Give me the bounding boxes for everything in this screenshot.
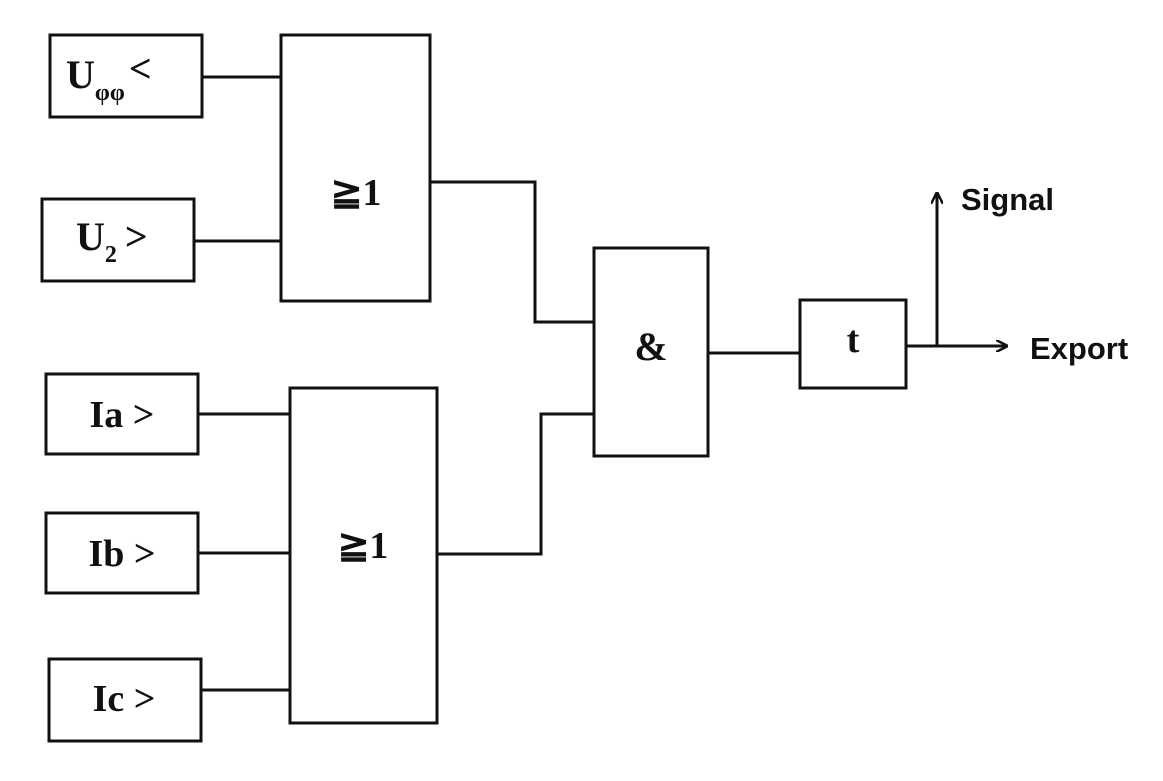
export-label: Export: [1030, 331, 1128, 366]
or-gate-bottom-label: ≧1: [338, 525, 389, 567]
or-gate-bottom: ≧1: [288, 386, 439, 725]
wire-or-bottom-to-and: [437, 412, 594, 556]
svg-text:U2>: U2 >: [76, 214, 148, 268]
timer-block: t: [798, 298, 908, 390]
input-ib-label: Ib >: [88, 533, 155, 575]
input-u-phase-op: <: [129, 46, 152, 91]
timer-label: t: [847, 319, 860, 361]
input-ic-box: [47, 657, 203, 743]
or-gate-top: ≧1: [279, 33, 432, 303]
input-ic-label: Ic >: [93, 678, 156, 720]
timer-box: [798, 298, 908, 390]
input-u-phase-main: U: [66, 52, 95, 97]
and-gate-label: &: [634, 324, 667, 369]
wire-or-top-to-and: [430, 180, 594, 324]
input-ib-block: Ib >: [44, 511, 200, 595]
input-ic-block: Ic >: [47, 657, 203, 743]
or-gate-top-box: [279, 33, 432, 303]
input-u-two-main: U: [76, 214, 105, 259]
input-u-two-sub: 2: [105, 242, 117, 268]
or-gate-top-label: ≧1: [331, 172, 382, 214]
input-u-two-box: [40, 197, 196, 283]
input-u-phase-box: [48, 33, 204, 119]
input-u-two-block: U2 >: [40, 197, 196, 283]
input-u-two-op: >: [125, 214, 148, 259]
input-ia-label: Ia >: [90, 394, 155, 436]
input-u-phase-sub: φφ: [95, 80, 125, 106]
input-u-phase-block: Uφφ<: [48, 33, 204, 119]
svg-text:Uφφ<: Uφφ<: [66, 46, 152, 106]
and-gate-box: [592, 246, 710, 458]
and-gate: &: [592, 246, 710, 458]
input-ia-block: Ia >: [44, 372, 200, 456]
signal-label: Signal: [961, 182, 1054, 217]
